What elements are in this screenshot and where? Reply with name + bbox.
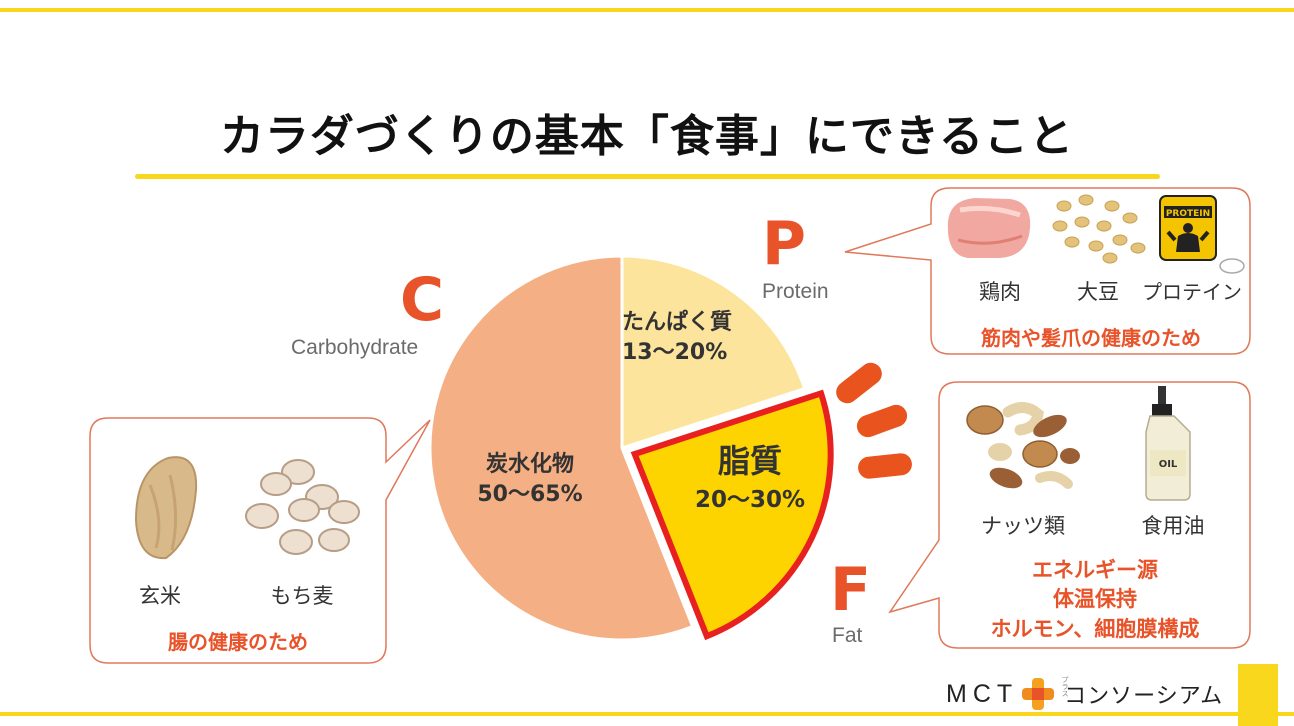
logo-consortium-text: コンソーシアム [1064,684,1224,709]
food-label-barley: もち麦 [270,584,334,608]
carb-name-text: 炭水化物 [485,452,574,477]
protein-range-text: 13〜20% [622,339,728,365]
title-underline [135,174,1160,179]
fat-caption-line-3: ホルモン、細胞膜構成 [990,616,1200,641]
logo-mct-text: MCT [946,679,1019,708]
carb-caption: 腸の健康のため [168,630,308,654]
letter-c: C [400,265,445,335]
food-label-protein-powder: プロテイン [1142,280,1242,304]
food-label-soybean: 大豆 [1077,280,1119,304]
slice-label-carb: 炭水化物 50〜65% [455,450,605,509]
food-label-cooking-oil: 食用油 [1141,514,1205,538]
letter-p: P [762,209,806,279]
top-accent-bar [0,8,1294,12]
food-label-nuts: ナッツ類 [981,514,1065,538]
plus-mark-icon [1022,678,1055,710]
slice-label-protein: たんぱく質 13〜20% [622,308,752,367]
protein-name-text: たんぱく質 [622,310,733,335]
pie-slice-protein [620,254,807,451]
logo-plus-icon: プラス [1018,676,1069,712]
pie-slice-carb [428,254,695,642]
page-title: カラダづくりの基本「食事」にできること [219,111,1075,162]
fat-range-text: 20〜30% [694,487,806,514]
slice-label-fat: 脂質 20〜30% [680,440,820,516]
bottom-accent-bar [0,712,1294,716]
fat-caption: エネルギー源 体温保持 ホルモン、細胞膜構成 [939,556,1251,644]
food-label-brown-rice: 玄米 [139,584,181,608]
letter-f: F [830,555,871,625]
protein-caption: 筋肉や髪爪の健康のため [981,326,1201,350]
logo-plus-subtext: プラス [1061,676,1070,697]
pie-slice-fat [630,389,834,641]
label-fat: Fat [832,624,863,647]
label-protein: Protein [762,280,829,303]
food-label-chicken: 鶏肉 [979,280,1021,304]
fat-caption-line-1: エネルギー源 [1032,558,1158,582]
fat-name-text: 脂質 [717,442,782,480]
fat-caption-line-2: 体温保持 [1053,587,1137,612]
mct-plus-consortium-logo: MCT プラス コンソーシアム [946,676,1223,712]
label-carbohydrate: Carbohydrate [291,336,419,359]
carb-range-text: 50〜65% [477,481,583,507]
corner-accent-block [1238,664,1278,726]
